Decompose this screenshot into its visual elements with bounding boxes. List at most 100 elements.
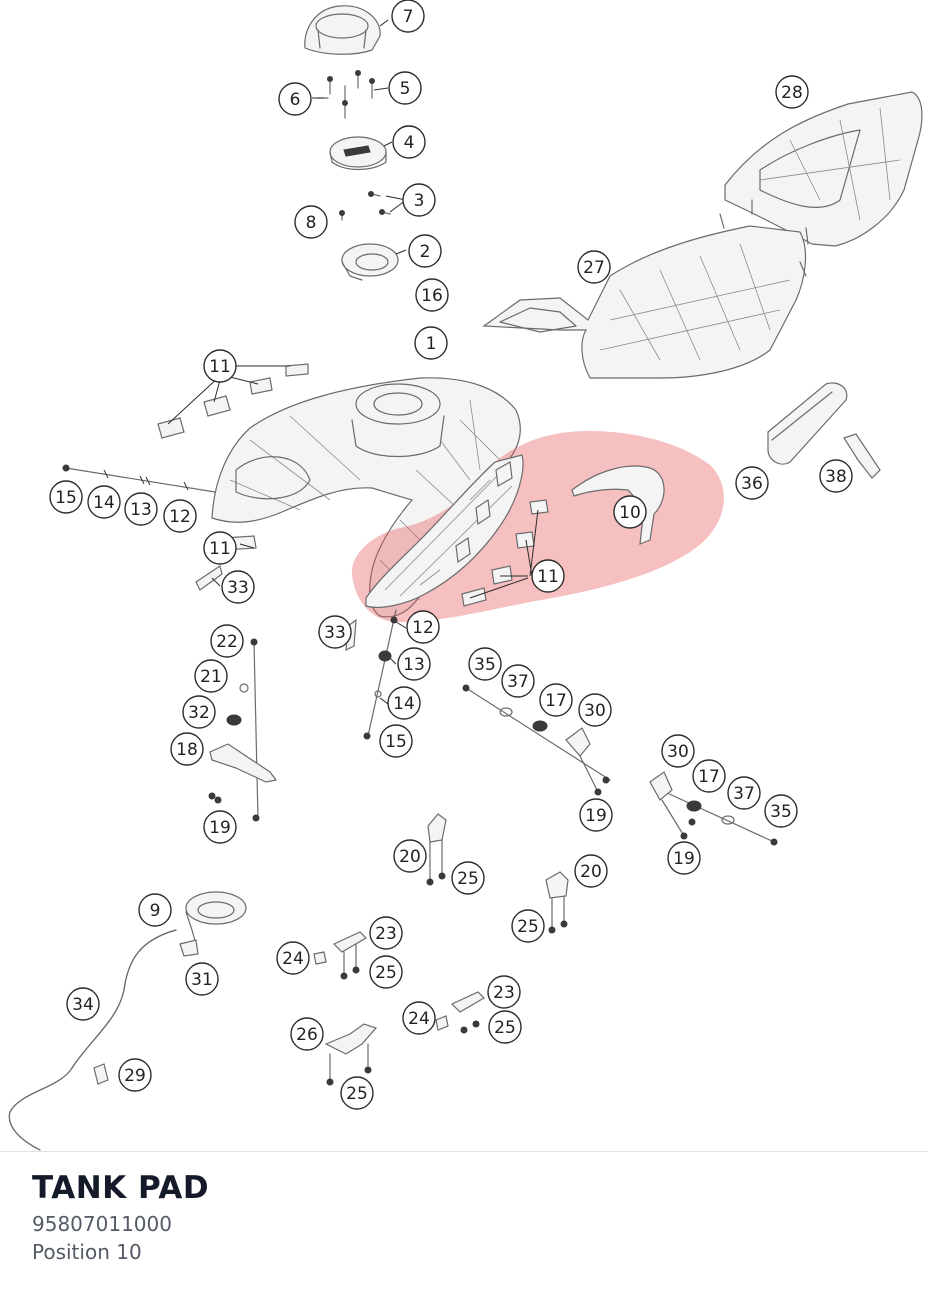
callout-label: 13 (130, 500, 152, 520)
part-number: 95807011000 (32, 1212, 172, 1236)
callout-label: 8 (306, 213, 317, 233)
callout-37: 37 (727, 776, 761, 810)
callout-22: 22 (210, 624, 244, 658)
hose-clamp-29 (93, 1063, 109, 1085)
callout-11: 11 (531, 559, 565, 593)
cap-screws (317, 70, 375, 119)
part-title: TANK PAD (32, 1170, 210, 1206)
callout-2: 2 (408, 234, 442, 268)
callout-18: 18 (170, 732, 204, 766)
callout-13: 13 (397, 647, 431, 681)
callout-26: 26 (290, 1017, 324, 1051)
callout-circle (468, 647, 502, 681)
callout-label: 25 (517, 917, 539, 937)
leader-lines (167, 19, 539, 705)
callout-13: 13 (124, 492, 158, 526)
callout-11: 11 (203, 531, 237, 565)
callout-3: 3 (402, 183, 436, 217)
callout-circle (511, 909, 545, 943)
callout-label: 27 (583, 258, 605, 278)
fuel-hose (8, 929, 177, 1151)
callout-label: 14 (393, 694, 415, 714)
callout-21: 21 (194, 659, 228, 693)
callout-23: 23 (369, 916, 403, 950)
clip-20-right (545, 871, 569, 934)
callout-circle (276, 941, 310, 975)
callout-label: 19 (209, 818, 231, 838)
callout-label: 13 (403, 655, 425, 675)
callout-19: 19 (667, 841, 701, 875)
callout-circle (539, 683, 573, 717)
callout-circle (163, 499, 197, 533)
callout-29: 29 (118, 1058, 152, 1092)
fuel-pump (179, 891, 247, 957)
callout-circle (408, 234, 442, 268)
callout-17: 17 (539, 683, 573, 717)
callout-38: 38 (819, 459, 853, 493)
left-bracket-assembly (208, 638, 278, 822)
callout-label: 2 (420, 242, 431, 262)
part-position: Position 10 (32, 1240, 142, 1264)
fuel-tank (211, 377, 521, 618)
callout-label: 3 (414, 191, 425, 211)
callout-label: 4 (404, 133, 415, 153)
fuel-cap (329, 136, 387, 171)
callout-circle (391, 0, 425, 33)
bracket-23-upper (313, 931, 367, 980)
callout-circle (574, 854, 608, 888)
callout-label: 11 (537, 567, 559, 587)
callout-4: 4 (392, 125, 426, 159)
callout-label: 19 (673, 849, 695, 869)
callout-label: 36 (741, 474, 763, 494)
callout-label: 35 (770, 802, 792, 822)
callout-30: 30 (661, 734, 695, 768)
callout-circle (388, 71, 422, 105)
callout-circle (369, 955, 403, 989)
tank-pad (365, 454, 665, 608)
callout-circle (210, 624, 244, 658)
callout-7: 7 (391, 0, 425, 33)
callout-circle (692, 759, 726, 793)
callout-label: 34 (72, 995, 94, 1015)
callout-circle (451, 861, 485, 895)
callout-label: 23 (375, 924, 397, 944)
callout-circle (393, 839, 427, 873)
small-bracket-38 (843, 433, 881, 479)
callout-37: 37 (501, 664, 535, 698)
callout-label: 9 (150, 901, 161, 921)
callout-circle (819, 459, 853, 493)
callout-25: 25 (511, 909, 545, 943)
right-bracket-assembly-lower (649, 771, 778, 846)
callout-label: 31 (191, 970, 213, 990)
callout-circle (66, 987, 100, 1021)
callout-17: 17 (692, 759, 726, 793)
callout-label: 16 (421, 286, 443, 306)
callout-circle (488, 1010, 522, 1044)
callout-circle (49, 480, 83, 514)
callout-label: 10 (619, 503, 641, 523)
callout-label: 17 (545, 691, 567, 711)
callout-10[interactable]: 10 (613, 495, 647, 529)
bracket-26 (324, 1023, 378, 1086)
callout-label: 26 (296, 1025, 318, 1045)
callout-circle (415, 278, 449, 312)
callout-circle (221, 570, 255, 604)
callout-25: 25 (340, 1076, 374, 1110)
callout-label: 24 (282, 949, 304, 969)
callout-27: 27 (577, 250, 611, 284)
callout-circle (387, 686, 421, 720)
callout-35: 35 (468, 647, 502, 681)
callout-1: 1 (414, 326, 448, 360)
callout-label: 25 (494, 1018, 516, 1038)
callout-15: 15 (379, 724, 413, 758)
callout-label: 7 (403, 7, 414, 27)
rear-seat (724, 91, 923, 247)
callout-label: 37 (733, 784, 755, 804)
callout-circle (294, 205, 328, 239)
callout-label: 22 (216, 632, 238, 652)
callout-circle (138, 893, 172, 927)
callout-25: 25 (369, 955, 403, 989)
callout-23: 23 (487, 975, 521, 1009)
callout-5: 5 (388, 71, 422, 105)
